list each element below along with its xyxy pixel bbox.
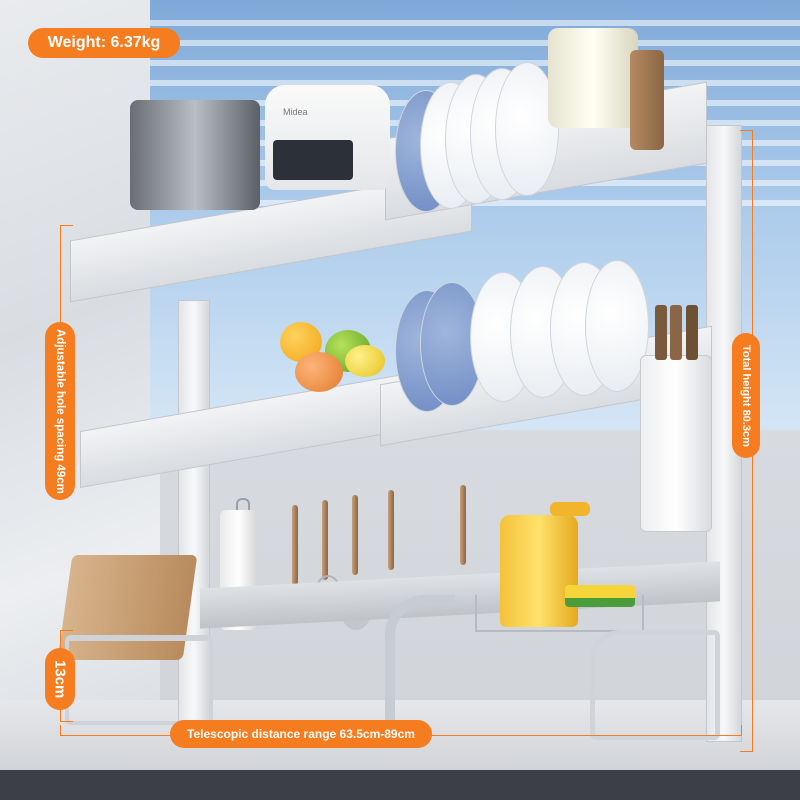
total-height-label: Total height 80.3cm (732, 333, 760, 458)
ladle-utensil (352, 495, 358, 575)
sponge-basket (475, 595, 644, 632)
hook (236, 498, 250, 514)
detergent-bottle (500, 515, 578, 627)
utensil-cup (548, 28, 638, 128)
knife-handle (670, 305, 682, 360)
hole-spacing-text: Adjustable hole spacing 49cm (54, 328, 66, 494)
board-holder (65, 635, 213, 725)
rice-cooker-panel (273, 140, 353, 180)
cabinet (0, 770, 800, 800)
sponge (565, 585, 635, 607)
spoon-utensil (388, 490, 394, 570)
hole-spacing-label: Adjustable hole spacing 49cm (45, 322, 75, 500)
faucet (385, 595, 455, 725)
stock-pot (130, 100, 260, 210)
knife-holder (640, 355, 712, 532)
detergent-pump (550, 502, 590, 516)
telescopic-label: Telescopic distance range 63.5cm-89cm (170, 720, 432, 748)
turner-utensil (460, 485, 466, 565)
height-13-label: 13cm (45, 648, 75, 710)
knife-handle (655, 305, 667, 360)
total-height-text: Total height 80.3cm (740, 344, 752, 447)
rice-cooker-brand: Midea (283, 107, 308, 117)
spatula-utensil (292, 505, 298, 585)
knife-handle (686, 305, 698, 360)
lemon-fruit (345, 345, 385, 377)
right-foot (590, 630, 720, 740)
peach-fruit (295, 352, 343, 392)
weight-label: Weight: 6.37kg (28, 28, 180, 58)
utensil-cup-handle (630, 50, 664, 150)
rice-cooker: Midea (265, 85, 390, 190)
height-13-text: 13cm (51, 659, 69, 699)
whisk-utensil (322, 500, 328, 580)
plate (585, 260, 649, 392)
